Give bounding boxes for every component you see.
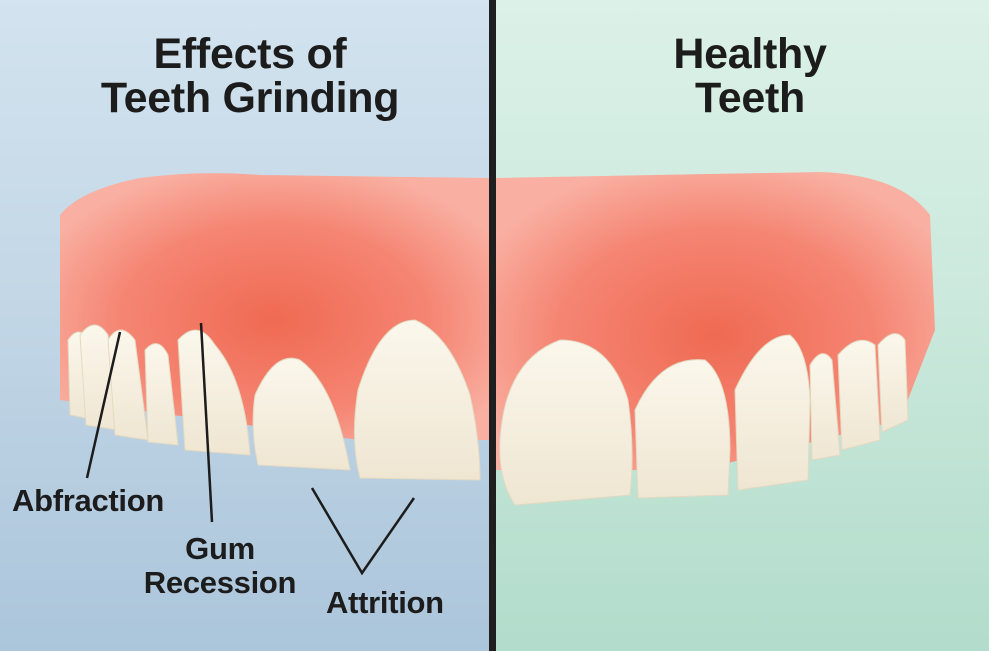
gum-recession-label-line1: Gum — [185, 531, 255, 566]
gum-recession-label: Gum Recession — [130, 532, 310, 600]
gum-recession-pointer-line — [199, 322, 214, 523]
left-title-line2: Teeth Grinding — [100, 74, 400, 122]
annotation-lines — [85, 322, 416, 576]
right-title-line1: Healthy — [673, 30, 827, 78]
left-title: Effects of Teeth Grinding — [40, 32, 460, 120]
right-title-line2: Teeth — [695, 74, 805, 122]
left-teeth — [67, 319, 481, 481]
abfraction-label: Abfraction — [12, 483, 165, 518]
left-title-line1: Effects of — [153, 30, 347, 78]
right-teeth — [499, 333, 909, 506]
gum-recession-label-line2: Recession — [143, 565, 297, 600]
attrition-pointer-lines — [310, 487, 416, 576]
abfraction-pointer-line — [85, 331, 122, 479]
attrition-label: Attrition — [326, 585, 444, 620]
right-title: Healthy Teeth — [540, 32, 960, 120]
panel-divider — [489, 0, 496, 651]
